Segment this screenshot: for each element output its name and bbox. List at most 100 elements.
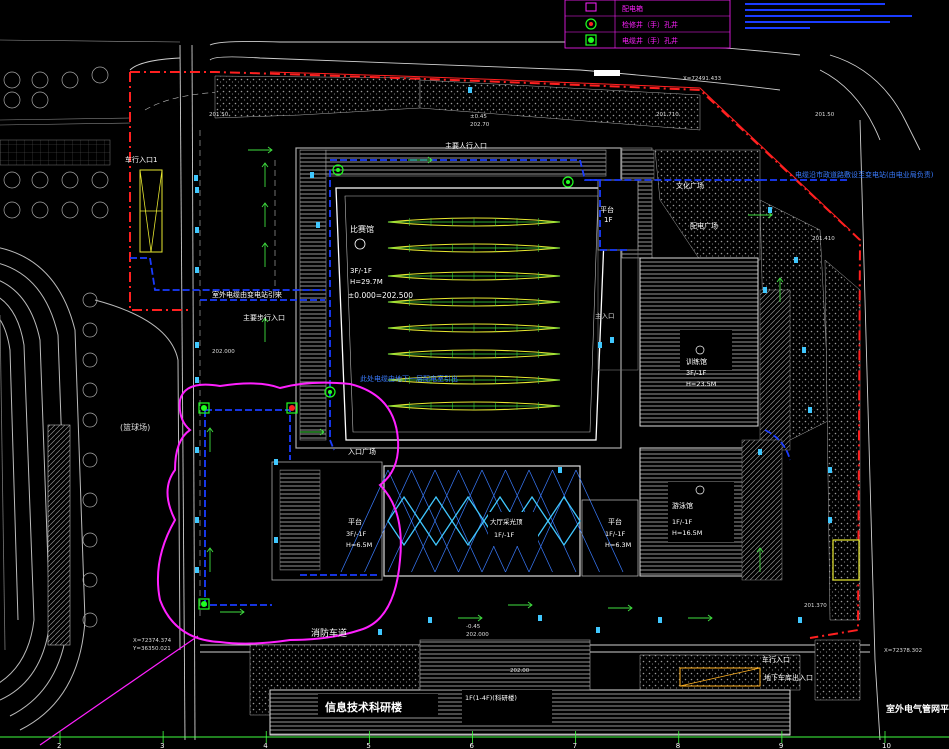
marker-icon: [468, 87, 472, 93]
glass-rib: [340, 469, 389, 573]
arrow-head-icon: [261, 317, 269, 323]
arrow-head-icon: [261, 202, 269, 208]
coordinate-text: X=72491.433: [683, 76, 722, 82]
main-hall-building: 比赛馆 3F/-1F H=29.7M ±0.000=202.500: [295, 147, 622, 449]
training-hall-name: 训练馆: [686, 357, 707, 366]
glass-roof-floors: 1F/-1F: [494, 531, 515, 539]
grid-label: 4: [263, 742, 268, 749]
manhole-icon: [324, 386, 336, 398]
grid-label: 3: [160, 742, 164, 749]
elevation-text: 201.50: [209, 112, 229, 118]
drawing-title: 室外电气管网平面: [886, 703, 949, 715]
marker-icon: [310, 172, 314, 178]
marker-icon: [195, 227, 199, 233]
arrow-head-icon: [239, 608, 245, 616]
glass-diamond: [451, 495, 485, 547]
manhole-icon: [198, 598, 210, 610]
green-arrows: [206, 146, 784, 622]
glass-rib: [575, 469, 624, 573]
grid-label: 5: [366, 742, 370, 749]
marker-icon: [195, 342, 199, 348]
platform-middle-floors: 1F/-1F: [605, 530, 626, 538]
elevation-text: 202.000: [212, 349, 235, 355]
cable-note: 电缆沿市政道路敷设至变电站(由电业局负责): [795, 170, 934, 179]
marker-icon: [558, 467, 562, 473]
marker-icon: [596, 627, 600, 633]
car-entrance-label: 车行入口: [762, 655, 790, 664]
site-labels: 车行入口1 主要人行入口 室外电缆由变电站引来 主要步行入口 文化广场 配电广场…: [125, 141, 934, 682]
legend: 配电箱 检修井（手）孔井 电缆井（手）孔井: [564, 0, 731, 49]
platform-west-name: 平台: [348, 517, 362, 526]
main-hall-datum: ±0.000=202.500: [348, 291, 413, 300]
main-hall-name: 比赛馆: [350, 224, 374, 234]
elevation-text: ±0.45: [470, 114, 487, 120]
marker-icon: [828, 467, 832, 473]
elevation-text: -0.45: [466, 624, 481, 630]
glass-roof-name: 大厅采光顶: [490, 517, 523, 526]
design-notes: [745, 3, 912, 29]
glass-diamond: [387, 495, 421, 547]
grid-label: 10: [882, 742, 891, 749]
marker-icon: [428, 617, 432, 623]
lobby-glass-roof: 大厅采光顶 1F/-1F: [340, 465, 624, 577]
info-building-name: 信息技术科研楼: [325, 700, 402, 714]
marker-icon: [195, 447, 199, 453]
arrow-head-icon: [206, 547, 214, 553]
arrow-head-icon: [261, 242, 269, 248]
legend-label: 检修井（手）孔井: [622, 20, 678, 29]
elevation-text: 202.00: [510, 668, 530, 674]
grid-label: 7: [573, 742, 577, 749]
main-hall-height: H=29.7M: [350, 278, 383, 286]
pool-hall-name: 游泳馆: [672, 501, 693, 510]
blue-cable-note: 此处电缆由地下一层配电室引出: [360, 374, 458, 383]
arrow-head-icon: [776, 277, 784, 283]
stair-entrance-label: 入口广场: [348, 447, 376, 456]
fire-lane-label: 消防车道: [311, 627, 347, 639]
marker-icon: [798, 617, 802, 623]
north-entrance-label: 主要人行入口: [445, 141, 487, 150]
manhole-icon: [198, 402, 210, 414]
elevation-text: 201.50: [815, 112, 835, 118]
marker-icon: [195, 377, 199, 383]
roof-trusses: [387, 217, 561, 411]
magenta-box-icon: [585, 2, 597, 12]
marker-icon: [195, 517, 199, 523]
pool-hall-height: H=16.5M: [672, 529, 702, 537]
manhole-icon: [286, 402, 298, 414]
site-boundary-inner: [269, 71, 851, 231]
platform-west: 平台 3F/-1F H=6.5M: [271, 461, 383, 581]
east-entrance-label: 主入口: [595, 311, 615, 320]
glass-rib: [411, 469, 459, 573]
arrow-head-icon: [627, 604, 633, 612]
marker-icon: [763, 287, 767, 293]
grid-label: 6: [470, 742, 475, 749]
marker-icon: [768, 207, 772, 213]
elevation-text: 201.370: [804, 603, 827, 609]
coordinate-text: Y=36350.021: [132, 646, 171, 652]
platform-west-height: H=6.5M: [346, 541, 372, 549]
arrow-head-icon: [267, 146, 273, 154]
manholes: [198, 164, 574, 610]
info-building-sub: 1F(1-4F)(科研楼): [465, 693, 517, 702]
arrow-head-icon: [427, 156, 433, 164]
elevation-text: 202.70: [470, 122, 490, 128]
training-hall-building: 训练馆 3F/-1F H=23.5M: [621, 147, 759, 427]
road-marking: [594, 70, 620, 76]
arrow-head-icon: [756, 547, 764, 553]
arrow-head-icon: [707, 614, 713, 622]
glass-rib: [434, 469, 483, 573]
platform-west-floors: 3F/-1F: [346, 530, 367, 538]
axis-bubble-icon: [354, 238, 366, 250]
platform-middle-name: 平台: [608, 517, 622, 526]
green-circle-icon: [585, 18, 597, 30]
grid-label: 2: [57, 742, 61, 749]
legend-label: 配电箱: [622, 4, 643, 13]
marker-icon: [794, 257, 798, 263]
elevation-text: 202.000: [466, 632, 489, 638]
legend-label: 电缆井（手）孔井: [622, 36, 678, 45]
marker-icon: [274, 459, 278, 465]
marker-icon: [195, 267, 199, 273]
coordinate-text: X=72374.374: [133, 638, 172, 644]
culture-plaza-label: 文化广场: [676, 181, 704, 190]
